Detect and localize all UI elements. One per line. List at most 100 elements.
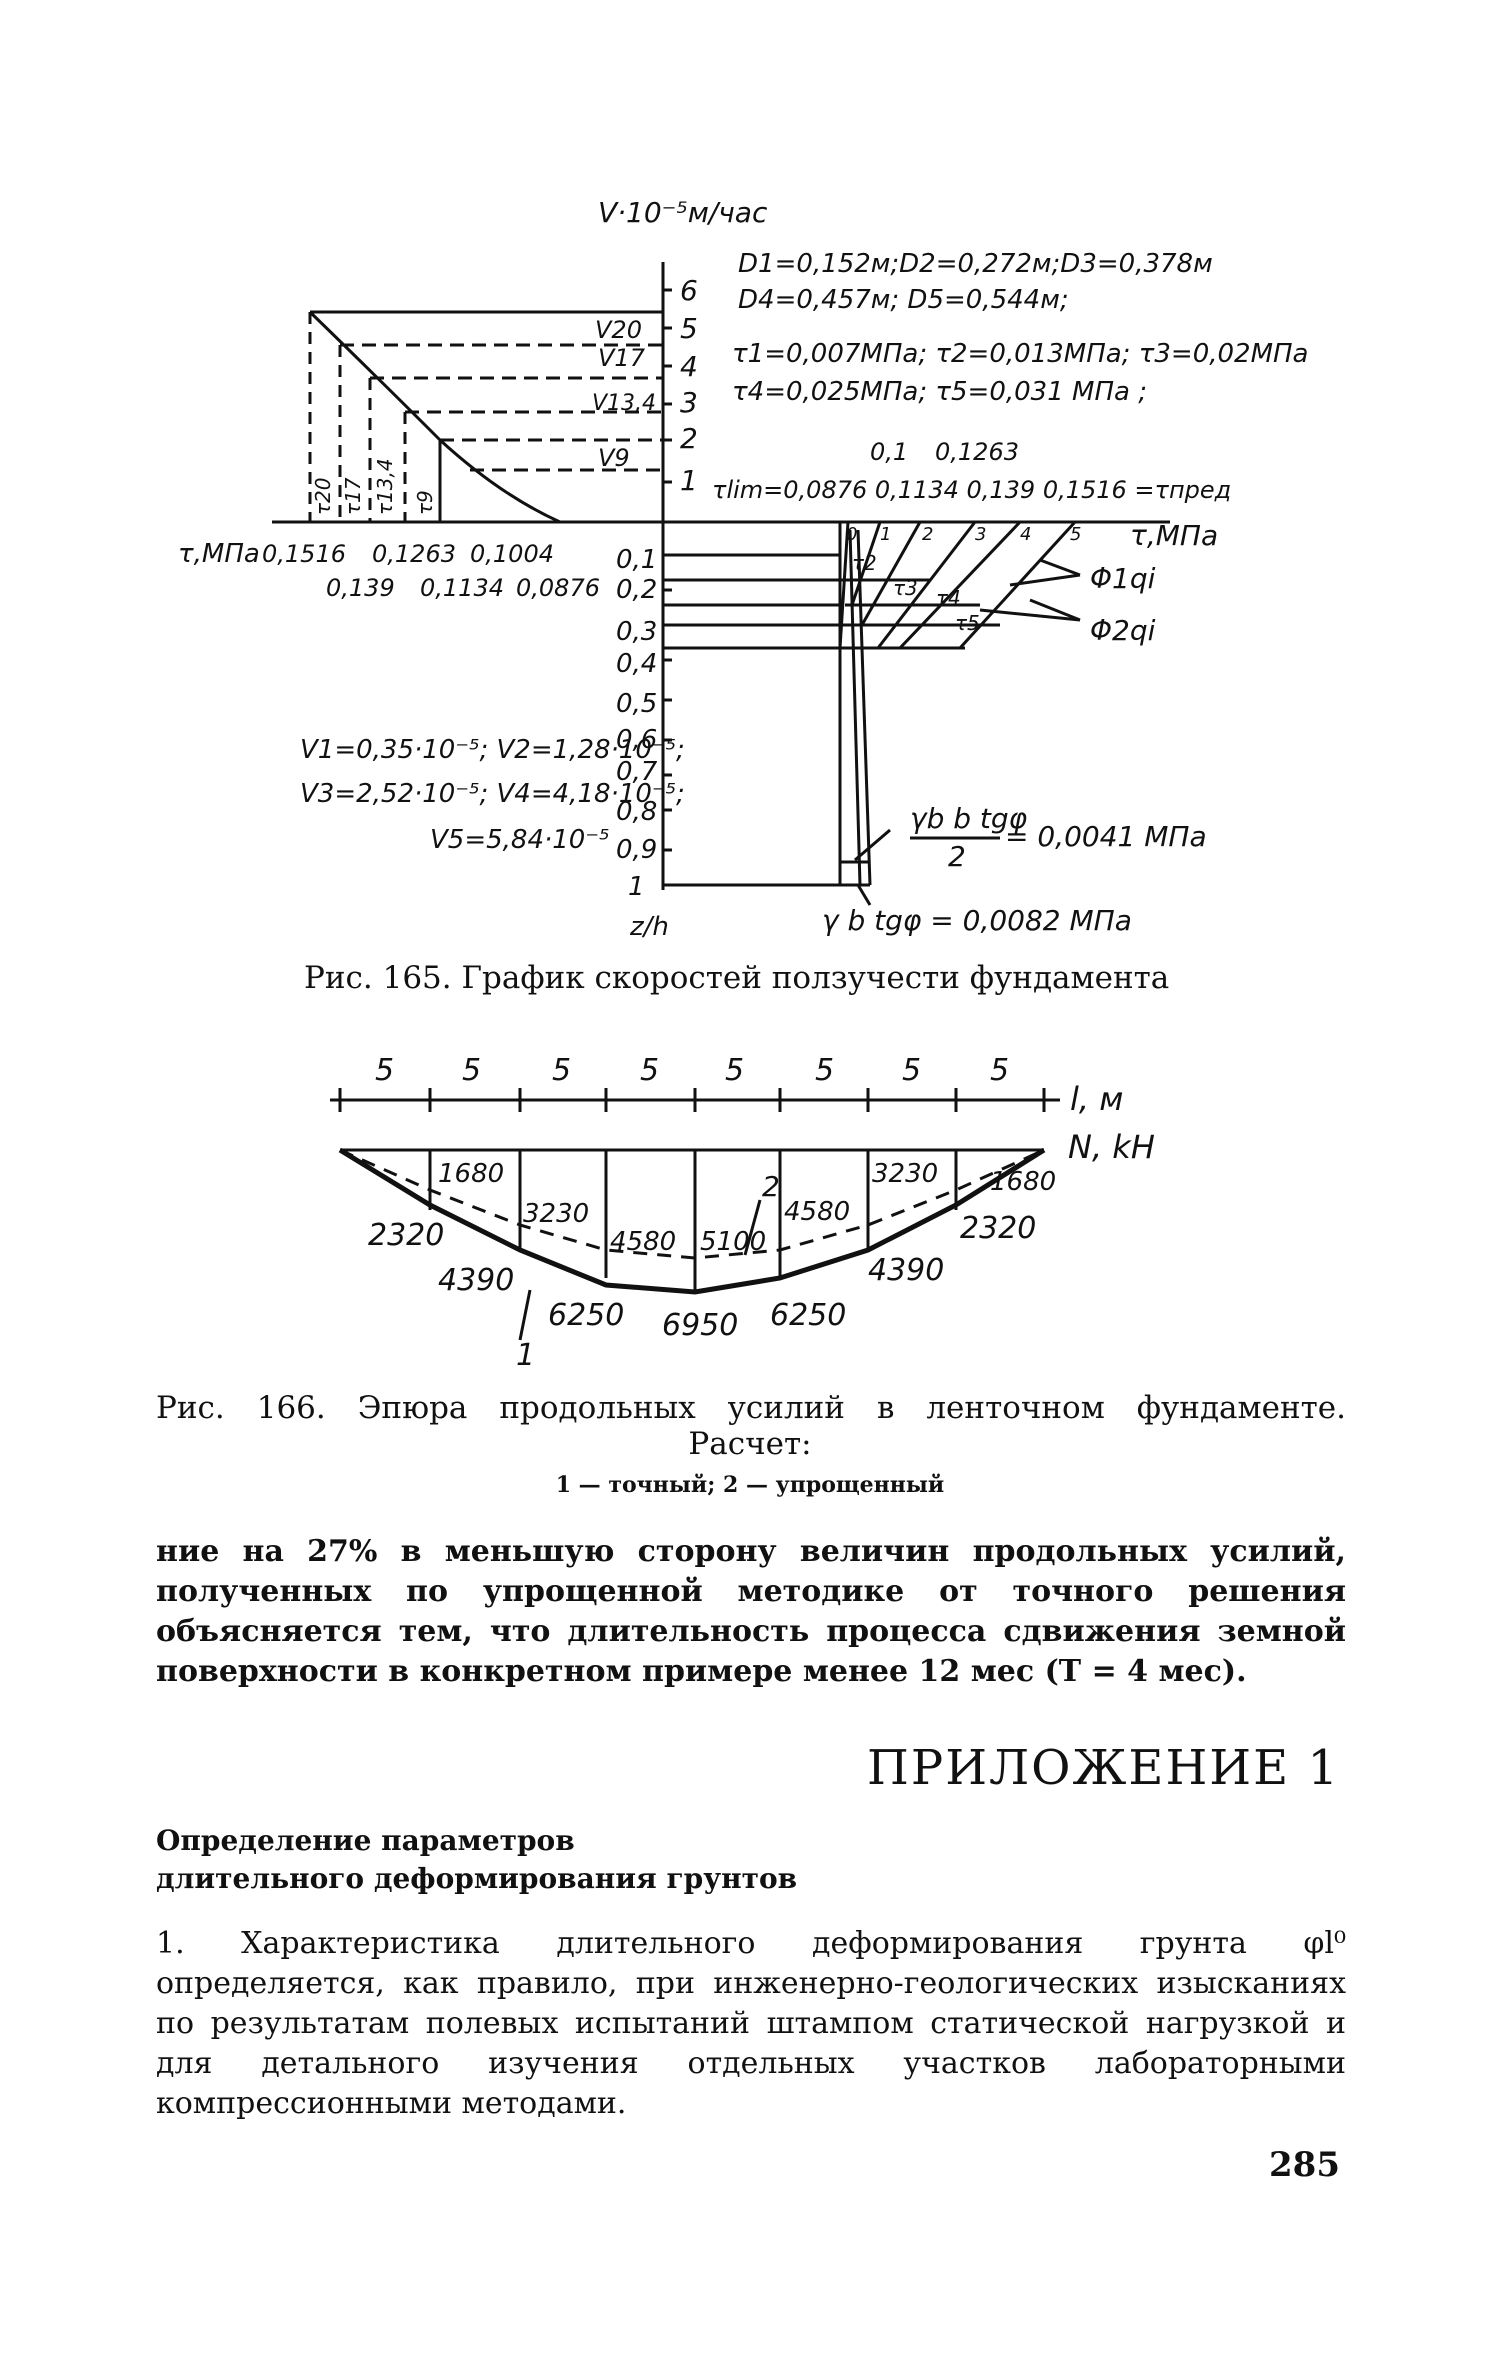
figure-166-caption-line2: Расчет: bbox=[688, 1426, 812, 1462]
v-label: V20 bbox=[595, 316, 642, 344]
right-tau-label: τ3 bbox=[893, 576, 918, 600]
value-label: 1680 bbox=[990, 1167, 1056, 1197]
right-tick-line: τlim=0,0876 0,1134 0,139 0,1516 =τпред bbox=[712, 476, 1231, 504]
left-axis-label: τ,МПа bbox=[178, 539, 260, 569]
tau-label: τ13,4 bbox=[373, 458, 397, 515]
paragraph-1: 1. Характеристика длительного деформиров… bbox=[156, 1926, 1346, 2121]
figure-166-axial-force-diagram: 5 5 5 5 5 5 5 5 l, м N, kH 1680 3230 458… bbox=[330, 1053, 1155, 1373]
value-label: 4390 bbox=[868, 1253, 944, 1288]
value-label: 2320 bbox=[368, 1218, 444, 1253]
figure-166-caption-line1: Рис. 166. Эпюра продольных усилий в лент… bbox=[156, 1390, 1346, 1426]
depth-tick: 0,1 bbox=[616, 545, 657, 575]
span-label: 5 bbox=[552, 1053, 571, 1088]
y-axis-label: V·10⁻⁵м/час bbox=[598, 196, 768, 229]
figure-166-legend: 1 — точный; 2 — упрощенный bbox=[555, 1472, 945, 1498]
tau-label: τ20 bbox=[311, 478, 335, 516]
span-label: 5 bbox=[462, 1053, 481, 1088]
curve-simplified bbox=[339, 1148, 1045, 1260]
y-tick: 1 bbox=[680, 464, 698, 497]
velocity-values: V5=5,84·10⁻⁵ bbox=[430, 825, 610, 855]
right-tick: 0,1 bbox=[870, 438, 908, 466]
depth-tick: 0,4 bbox=[616, 649, 657, 679]
value-label: 4390 bbox=[438, 1263, 514, 1298]
figure-165-caption: Рис. 165. График скоростей ползучести фу… bbox=[304, 960, 1170, 996]
section-subheading: Определение параметров длительного дефор… bbox=[156, 1822, 797, 1898]
diameter-note: D1=0,152м;D2=0,272м;D3=0,378м bbox=[738, 249, 1213, 279]
velocity-values: V3=2,52·10⁻⁵; V4=4,18·10⁻⁵; bbox=[300, 779, 685, 809]
appendix-title: ПРИЛОЖЕНИЕ 1 bbox=[867, 1740, 1340, 1796]
diameter-note: D4=0,457м; D5=0,544м; bbox=[738, 285, 1069, 315]
depth-tick: 1 bbox=[628, 872, 645, 902]
value-label: 3230 bbox=[872, 1159, 938, 1189]
subheading-line2: длительного деформирования грунтов bbox=[156, 1862, 798, 1895]
right-tau-label: τ4 bbox=[936, 586, 961, 610]
value-label: 6250 bbox=[770, 1298, 846, 1333]
paragraph-continuation: ние на 27% в меньшую сторону величин про… bbox=[156, 1534, 1346, 1689]
depth-tick: 0,6 bbox=[616, 725, 657, 755]
value-label: 6950 bbox=[662, 1308, 738, 1343]
depth-tick: 0,5 bbox=[616, 689, 657, 719]
span-label: 5 bbox=[375, 1053, 394, 1088]
y-tick: 6 bbox=[680, 274, 698, 307]
value-label: 4580 bbox=[610, 1227, 676, 1257]
span-label: 5 bbox=[990, 1053, 1009, 1088]
velocity-values: V1=0,35·10⁻⁵; V2=1,28·10⁻⁵; bbox=[300, 735, 685, 765]
axis-l-label: l, м bbox=[1070, 1080, 1123, 1118]
curve-number: 2 bbox=[762, 1170, 780, 1203]
depth-tick: 0,7 bbox=[616, 757, 658, 787]
z-label: z/h bbox=[629, 912, 669, 942]
right-small-tick: 3 bbox=[975, 524, 986, 545]
right-small-tick: 4 bbox=[1020, 524, 1031, 545]
right-tau-label: τ2 bbox=[852, 551, 877, 575]
formula-result: = 0,0041 МПа bbox=[1005, 820, 1207, 853]
left-tick: 0,0876 bbox=[516, 574, 600, 602]
left-tick: 0,139 bbox=[326, 574, 395, 602]
subheading-line1: Определение параметров bbox=[156, 1824, 575, 1857]
v-label: V17 bbox=[598, 344, 646, 372]
tau-label: τ9 bbox=[413, 490, 437, 515]
right-small-tick: 5 bbox=[1070, 524, 1081, 545]
phi1-label: Φ1qi bbox=[1090, 562, 1156, 595]
curve-number: 1 bbox=[516, 1338, 535, 1373]
y-tick: 4 bbox=[680, 350, 698, 383]
depth-tick: 0,3 bbox=[616, 617, 657, 647]
value-label: 5100 bbox=[700, 1227, 766, 1257]
right-tau-label: τ5 bbox=[955, 611, 980, 635]
depth-tick: 0,8 bbox=[616, 797, 657, 827]
y-tick: 2 bbox=[680, 422, 698, 455]
v-label: V9 bbox=[598, 444, 630, 472]
right-small-tick: 2 bbox=[922, 524, 933, 545]
left-tick: 0,1263 bbox=[372, 540, 456, 568]
right-tick: 0,1263 bbox=[935, 438, 1019, 466]
span-label: 5 bbox=[902, 1053, 921, 1088]
tau-label: τ17 bbox=[341, 477, 365, 515]
v-label: V13,4 bbox=[592, 391, 656, 416]
formula-2: γ b tgφ = 0,0082 МПа bbox=[822, 904, 1132, 937]
y-tick: 5 bbox=[680, 312, 698, 345]
right-axis-label: τ,МПа bbox=[1130, 519, 1218, 552]
value-label: 3230 bbox=[523, 1199, 589, 1229]
value-label: 4580 bbox=[784, 1197, 850, 1227]
axis-n-label: N, kH bbox=[1068, 1128, 1155, 1166]
span-label: 5 bbox=[640, 1053, 659, 1088]
phi2-label: Φ2qi bbox=[1090, 614, 1156, 647]
creep-curve-left bbox=[308, 310, 561, 524]
stress-note: τ4=0,025МПа; τ5=0,031 МПа ; bbox=[732, 377, 1147, 407]
left-tick: 0,1134 bbox=[420, 574, 504, 602]
y-tick: 3 bbox=[680, 386, 698, 419]
left-tick: 0,1004 bbox=[470, 540, 554, 568]
formula-numerator: γb b tgφ bbox=[910, 802, 1028, 835]
stress-note: τ1=0,007МПа; τ2=0,013МПа; τ3=0,02МПа bbox=[732, 339, 1309, 369]
right-small-tick: 1 bbox=[880, 524, 891, 545]
left-tick: 0,1516 bbox=[262, 540, 346, 568]
value-label: 2320 bbox=[960, 1211, 1036, 1246]
depth-tick: 0,9 bbox=[616, 835, 657, 865]
depth-tick: 0,2 bbox=[616, 575, 657, 605]
figure-165-creep-velocity-graph: V·10⁻⁵м/час 6 5 4 3 2 1 0,1 0,2 0,3 0,4 … bbox=[178, 196, 1309, 942]
value-label: 1680 bbox=[438, 1159, 504, 1189]
formula-denominator: 2 bbox=[948, 840, 966, 873]
curve-exact bbox=[338, 1147, 1046, 1295]
page-number: 285 bbox=[1269, 2145, 1340, 2185]
span-label: 5 bbox=[725, 1053, 744, 1088]
